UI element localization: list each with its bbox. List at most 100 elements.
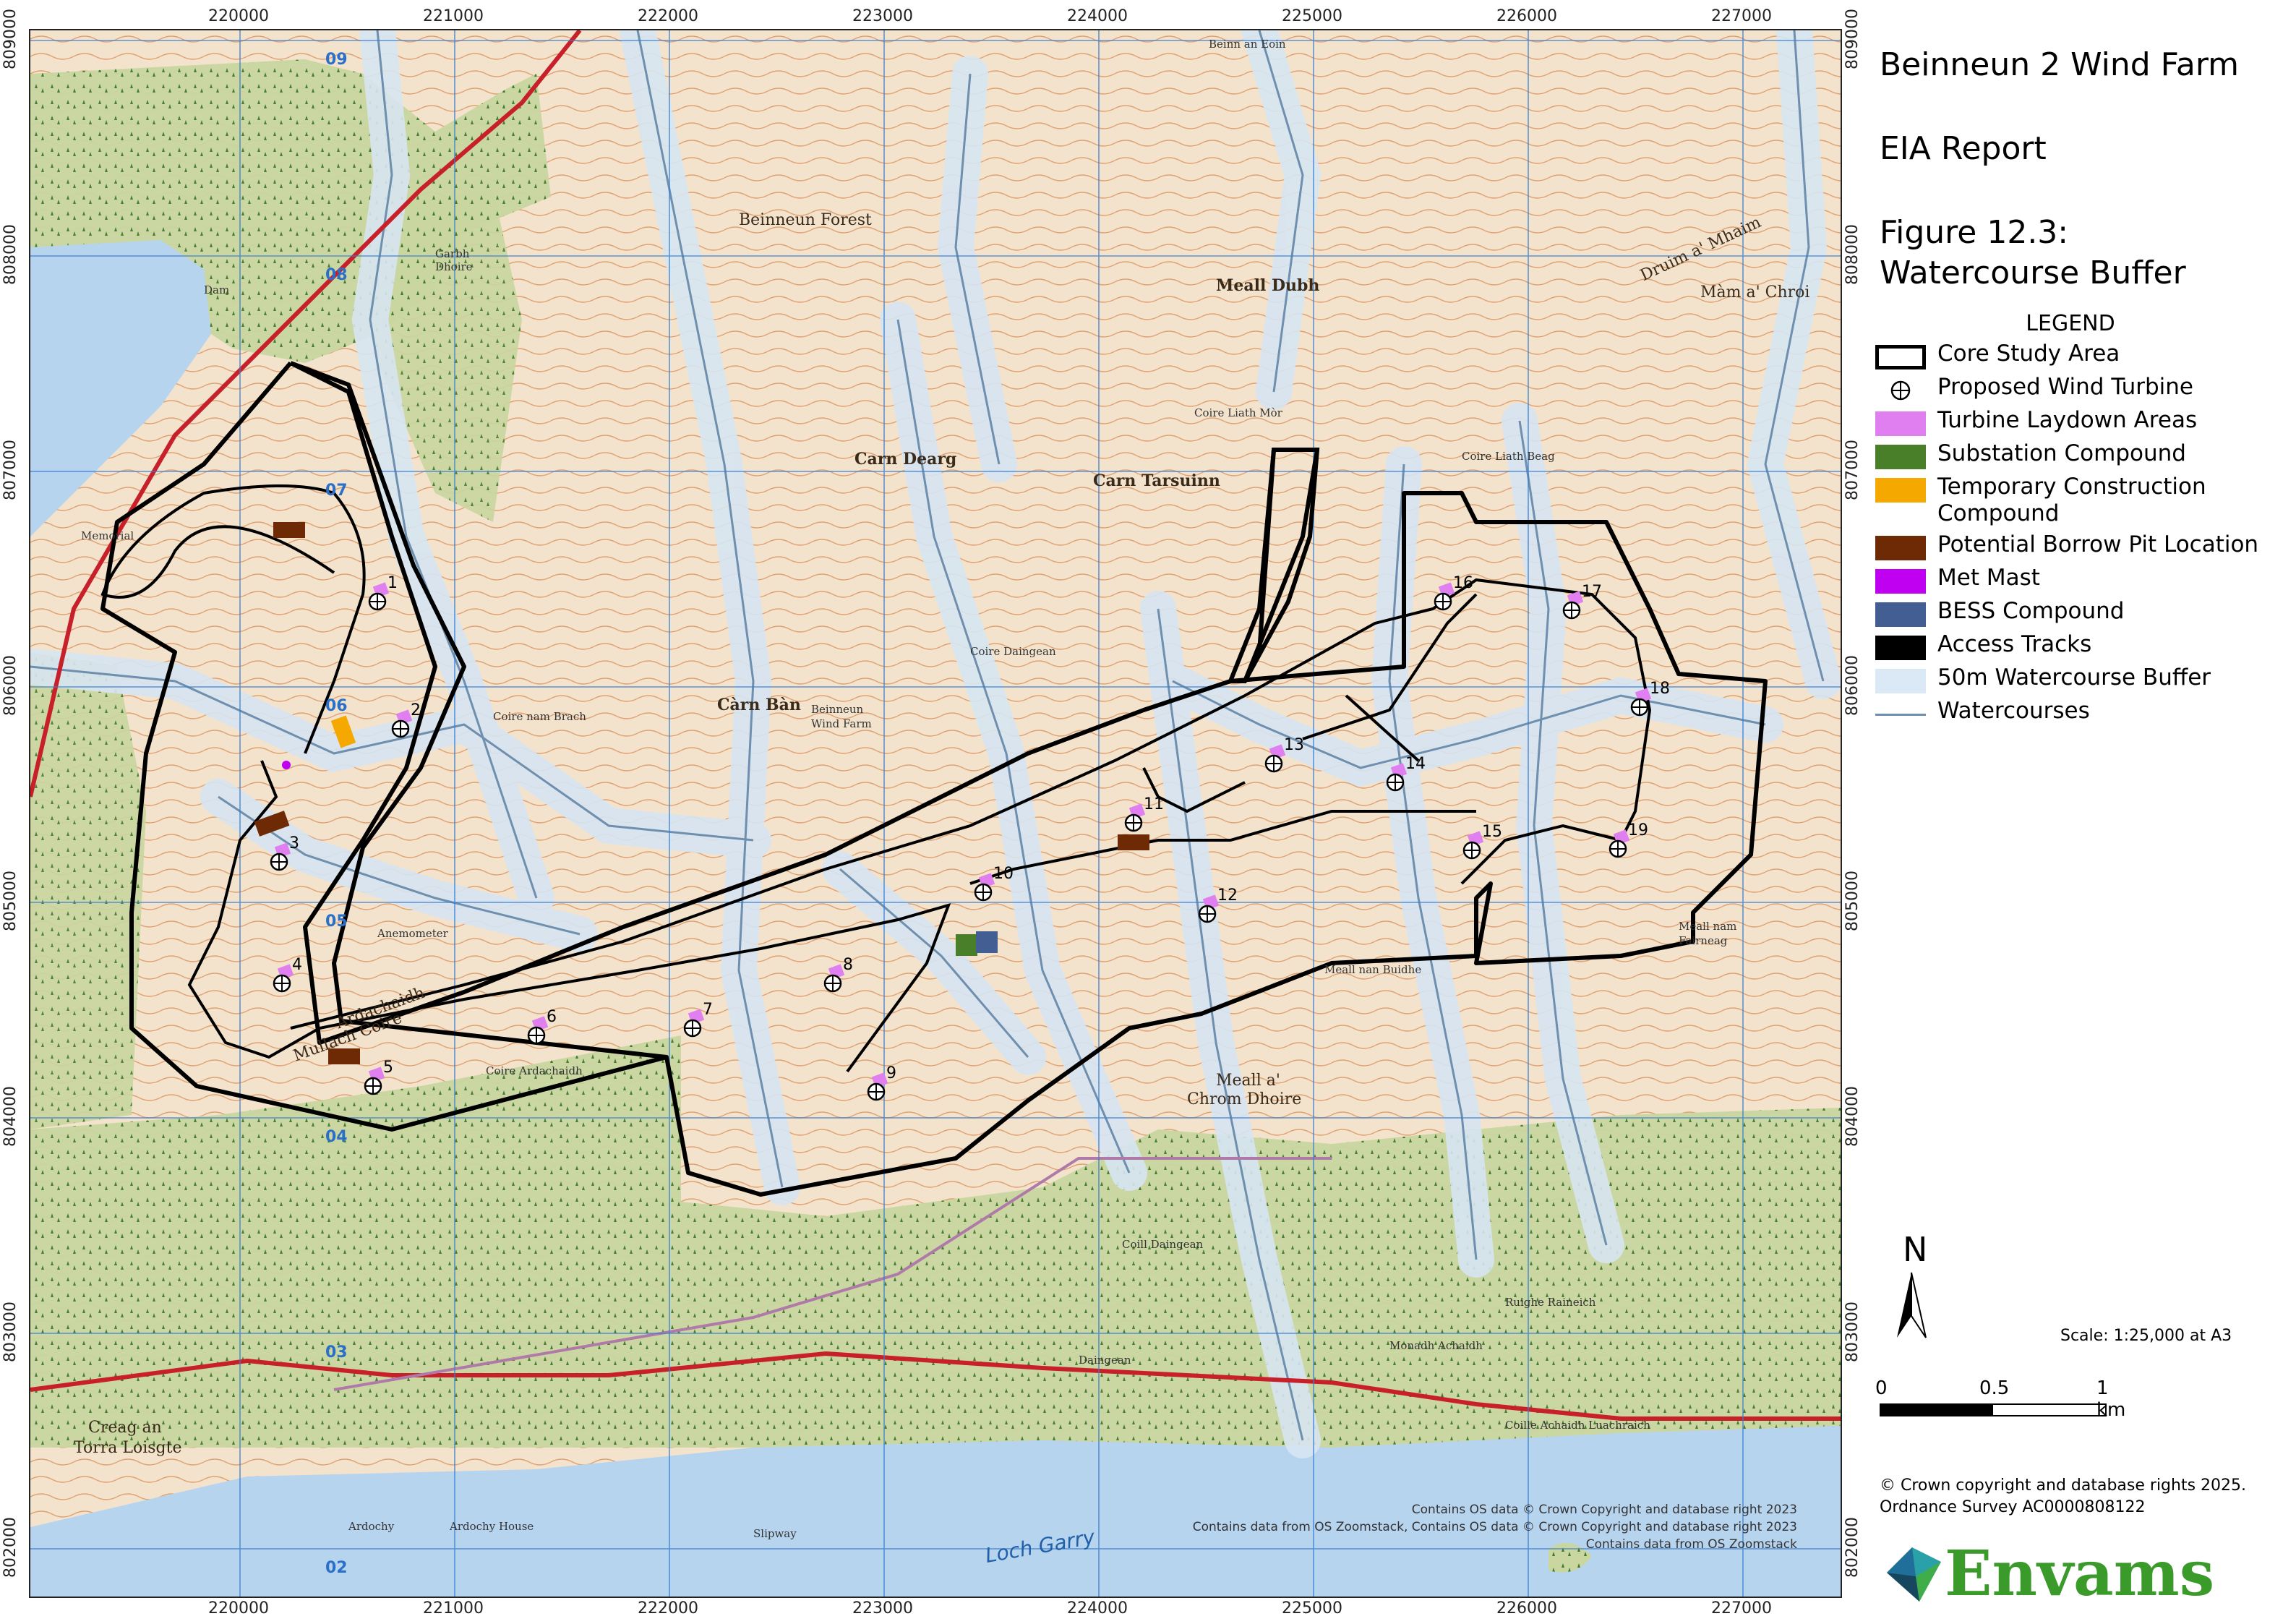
north-label: N <box>1903 1230 1927 1269</box>
scale-tick-1km: 1 km <box>2096 1377 2126 1421</box>
northing-right-5: 804000 <box>1843 1086 1862 1147</box>
side-panel: Beinneun 2 Wind Farm EIA Report Figure 1… <box>1865 29 2270 1610</box>
turbine-cross-11 <box>1126 815 1141 831</box>
legend-label-5: Potential Borrow Pit Location <box>1937 531 2259 557</box>
turbine-cross-16 <box>1435 594 1451 610</box>
legend-label-6: Met Mast <box>1937 565 2040 591</box>
grid-square-03: 03 <box>325 1343 348 1362</box>
turbine-number-9: 9 <box>886 1064 896 1082</box>
grid-square-07: 07 <box>325 482 348 500</box>
legend-item-3: Substation Compound <box>1875 440 2266 469</box>
legend-label-1: Proposed Wind Turbine <box>1937 374 2193 400</box>
label-coille-achaidh: Coille Achaidh Luachraich <box>1505 1419 1650 1432</box>
easting-bottom-7: 227000 <box>1711 1599 1772 1617</box>
legend-item-7: BESS Compound <box>1875 598 2266 627</box>
label-meall-nan-buidhe: Meall nan Buidhe <box>1324 963 1422 976</box>
scale-tick-0: 0 <box>1875 1377 1888 1399</box>
turbine-cross-3 <box>271 854 287 870</box>
northing-left-3: 806000 <box>1 655 20 716</box>
label-memorial: Memorial <box>81 529 134 542</box>
turbine-number-8: 8 <box>843 956 853 974</box>
label-wind-farm: Wind Farm <box>811 717 872 730</box>
label-carn-tarsuinn: Carn Tarsuinn <box>1093 471 1220 490</box>
northing-right-2: 807000 <box>1843 440 1862 500</box>
loch-garry <box>30 1426 1841 1597</box>
legend-swatch-7 <box>1875 602 1926 627</box>
label-coill-daingean: Coill Daingean <box>1122 1238 1204 1251</box>
legend-item-10: Watercourses <box>1875 698 2266 727</box>
legend-item-8: Access Tracks <box>1875 631 2266 660</box>
legend-swatch-9 <box>1875 669 1926 693</box>
northing-left-2: 807000 <box>1 440 20 500</box>
legend-label-0: Core Study Area <box>1937 341 2120 367</box>
easting-top-6: 226000 <box>1496 7 1557 25</box>
grid-square-06: 06 <box>325 697 348 715</box>
substation-compound[interactable] <box>956 934 977 956</box>
grid-square-09: 09 <box>325 51 348 69</box>
report-title: EIA Report <box>1880 130 2047 167</box>
map-canvas[interactable] <box>30 30 1841 1597</box>
turbine-cross-8 <box>825 975 841 991</box>
legend-item-6: Met Mast <box>1875 565 2266 594</box>
grid-square-08: 08 <box>325 266 348 284</box>
northing-right-0: 809000 <box>1843 9 1862 69</box>
label-coire-daingean: Coire Daingean <box>970 645 1056 658</box>
turbine-cross-6 <box>528 1027 544 1043</box>
bess-compound[interactable] <box>976 931 998 953</box>
label-fairneag: Fairneag <box>1679 934 1728 947</box>
legend-item-1: Proposed Wind Turbine <box>1875 374 2266 403</box>
northing-left-1: 808000 <box>1 224 20 285</box>
easting-top-5: 225000 <box>1282 7 1342 25</box>
easting-bottom-4: 224000 <box>1067 1599 1128 1617</box>
credit-zoomstack-os: Contains data from OS Zoomstack, Contain… <box>1192 1520 1797 1534</box>
turbine-layer <box>270 582 1652 1101</box>
label-beinneun: Beinneun <box>811 703 864 716</box>
northing-right-6: 803000 <box>1843 1302 1862 1362</box>
legend-swatch-8 <box>1875 636 1926 660</box>
turbine-number-4: 4 <box>292 956 302 974</box>
legend-label-3: Substation Compound <box>1937 440 2186 466</box>
easting-top-7: 227000 <box>1711 7 1772 25</box>
turbine-cross-10 <box>975 884 991 900</box>
met-masts <box>282 761 291 769</box>
copyright-line-2: Ordnance Survey AC0000808122 <box>1880 1498 2146 1516</box>
turbine-number-16: 16 <box>1453 574 1473 592</box>
legend-item-2: Turbine Laydown Areas <box>1875 407 2266 436</box>
northing-left-6: 803000 <box>1 1302 20 1362</box>
turbine-cross-2 <box>393 721 408 737</box>
copyright: © Crown copyright and database rights 20… <box>1880 1475 2246 1518</box>
turbine-cross-13 <box>1266 756 1282 772</box>
northing-left-4: 805000 <box>1 871 20 931</box>
label-mam-a-chroi: Màm a' Chroi <box>1700 283 1810 302</box>
label-carn-dearg: Carn Dearg <box>854 450 957 469</box>
easting-top-0: 220000 <box>208 7 269 25</box>
turbine-number-14: 14 <box>1405 755 1426 773</box>
northing-right-1: 808000 <box>1843 224 1862 285</box>
easting-top-2: 222000 <box>638 7 698 25</box>
turbine-number-3: 3 <box>289 834 299 852</box>
core-study-area-east[interactable] <box>1227 448 1320 683</box>
label-ruighe-raineich: Ruighe Raineich <box>1505 1296 1596 1309</box>
project-title: Beinneun 2 Wind Farm <box>1880 46 2240 83</box>
scale-tick-half: 0.5 <box>1979 1377 2010 1399</box>
grid-square-02: 02 <box>325 1559 348 1577</box>
turbine-number-12: 12 <box>1217 886 1238 905</box>
legend-label-10: Watercourses <box>1937 698 2090 724</box>
legend-swatch-0 <box>1875 345 1926 369</box>
temporary-construction-compound[interactable] <box>330 715 356 748</box>
northing-left-5: 804000 <box>1 1086 20 1147</box>
label-chrom-dhoire: Chrom Dhoire <box>1187 1090 1302 1108</box>
easting-bottom-1: 221000 <box>423 1599 484 1617</box>
label-beinneun-forest: Beinneun Forest <box>739 211 872 229</box>
label-coire-liath-beag: Coire Liath Beag <box>1462 450 1555 463</box>
turbine-cross-7 <box>685 1020 701 1036</box>
label-meall-a: Meall a' <box>1216 1072 1280 1090</box>
scale-text: Scale: 1:25,000 at A3 <box>2060 1327 2232 1345</box>
loch-west <box>30 240 211 537</box>
turbine-number-2: 2 <box>411 701 421 719</box>
label-garbh: Garbh <box>435 247 470 260</box>
legend-label-8: Access Tracks <box>1937 631 2092 657</box>
